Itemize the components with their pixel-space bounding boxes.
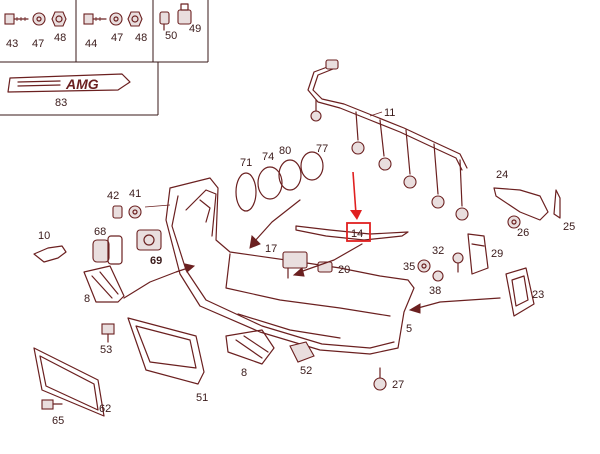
- bracket-23-icon[interactable]: [505, 267, 535, 317]
- bolt-26-icon[interactable]: [507, 215, 521, 229]
- label-23: 23: [532, 289, 544, 301]
- nut-48a-icon[interactable]: [51, 11, 67, 27]
- label-68: 68: [94, 226, 106, 238]
- emblem-box: [0, 62, 159, 116]
- amg-emblem-text: AMG: [65, 76, 99, 92]
- bracket-29-icon[interactable]: [467, 233, 489, 275]
- label-48b: 48: [135, 32, 147, 44]
- amg-emblem-icon[interactable]: AMG: [7, 73, 131, 93]
- grille-8b-icon[interactable]: [225, 329, 275, 365]
- label-35: 35: [403, 261, 415, 273]
- label-38: 38: [429, 285, 441, 297]
- license-plate-62-icon[interactable]: [33, 347, 105, 417]
- label-42: 42: [107, 190, 119, 202]
- cover-52-icon[interactable]: [289, 341, 315, 363]
- label-49: 49: [189, 23, 201, 35]
- label-25: 25: [563, 221, 575, 233]
- label-48a: 48: [54, 32, 66, 44]
- label-65: 65: [52, 415, 64, 427]
- wiring-harness-11-icon[interactable]: [307, 59, 469, 221]
- label-83: 83: [55, 97, 67, 109]
- bracket-42-icon[interactable]: [112, 205, 123, 219]
- label-11: 11: [384, 107, 395, 119]
- washer-47b-icon[interactable]: [109, 12, 123, 26]
- washer-47a-icon[interactable]: [32, 12, 46, 26]
- bracket-10-icon[interactable]: [33, 245, 67, 263]
- nut-38-icon[interactable]: [432, 270, 444, 282]
- highlight-arrow: [350, 171, 362, 220]
- label-74: 74: [262, 151, 274, 163]
- highlight-box-14: [346, 222, 371, 242]
- label-10: 10: [38, 230, 50, 242]
- sensor-68-icon[interactable]: [92, 235, 123, 265]
- washer-41-icon[interactable]: [128, 205, 142, 219]
- label-50: 50: [165, 30, 177, 42]
- label-32: 32: [432, 245, 444, 257]
- label-52: 52: [300, 365, 312, 377]
- label-14: 14: [351, 228, 363, 240]
- bracket-24-icon[interactable]: [493, 187, 561, 221]
- label-17: 17: [265, 243, 277, 255]
- license-plate-holder-51-icon[interactable]: [127, 317, 205, 385]
- label-41: 41: [129, 188, 141, 200]
- label-43: 43: [6, 38, 18, 50]
- label-80: 80: [279, 145, 291, 157]
- label-51: 51: [196, 392, 208, 404]
- label-26: 26: [517, 227, 529, 239]
- label-47b: 47: [111, 32, 123, 44]
- label-62: 62: [99, 403, 111, 415]
- bracket-17-icon[interactable]: [282, 251, 308, 279]
- bolt-53-icon[interactable]: [101, 323, 115, 343]
- nut-48b-icon[interactable]: [127, 11, 143, 27]
- bolt-43-icon[interactable]: [4, 13, 29, 25]
- grille-8a-icon[interactable]: [83, 265, 125, 303]
- mounting-rings-icon[interactable]: [235, 151, 324, 212]
- bolt-65-icon[interactable]: [41, 399, 63, 410]
- washer-35-icon[interactable]: [417, 259, 431, 273]
- label-44: 44: [85, 38, 97, 50]
- screw-32-icon[interactable]: [452, 252, 464, 273]
- trim-strip-14-icon[interactable]: [295, 225, 409, 241]
- sensor-69-icon[interactable]: [136, 229, 162, 251]
- bolt-44-icon[interactable]: [83, 13, 107, 25]
- label-71: 71: [240, 157, 252, 169]
- label-69: 69: [150, 255, 162, 267]
- label-27: 27: [392, 379, 404, 391]
- label-20: 20: [338, 264, 350, 276]
- label-24: 24: [496, 169, 508, 181]
- label-8a: 8: [84, 293, 90, 305]
- label-53: 53: [100, 344, 112, 356]
- label-77: 77: [316, 143, 328, 155]
- label-8b: 8: [241, 367, 247, 379]
- spreader-nut-49-icon[interactable]: [177, 3, 192, 25]
- hardware-box: [0, 0, 209, 63]
- label-5: 5: [406, 323, 412, 335]
- bumper-cover-5-icon[interactable]: [165, 177, 415, 355]
- clip-50-icon[interactable]: [159, 11, 170, 31]
- label-29: 29: [491, 248, 503, 260]
- screw-27-icon[interactable]: [373, 367, 387, 391]
- label-47a: 47: [32, 38, 44, 50]
